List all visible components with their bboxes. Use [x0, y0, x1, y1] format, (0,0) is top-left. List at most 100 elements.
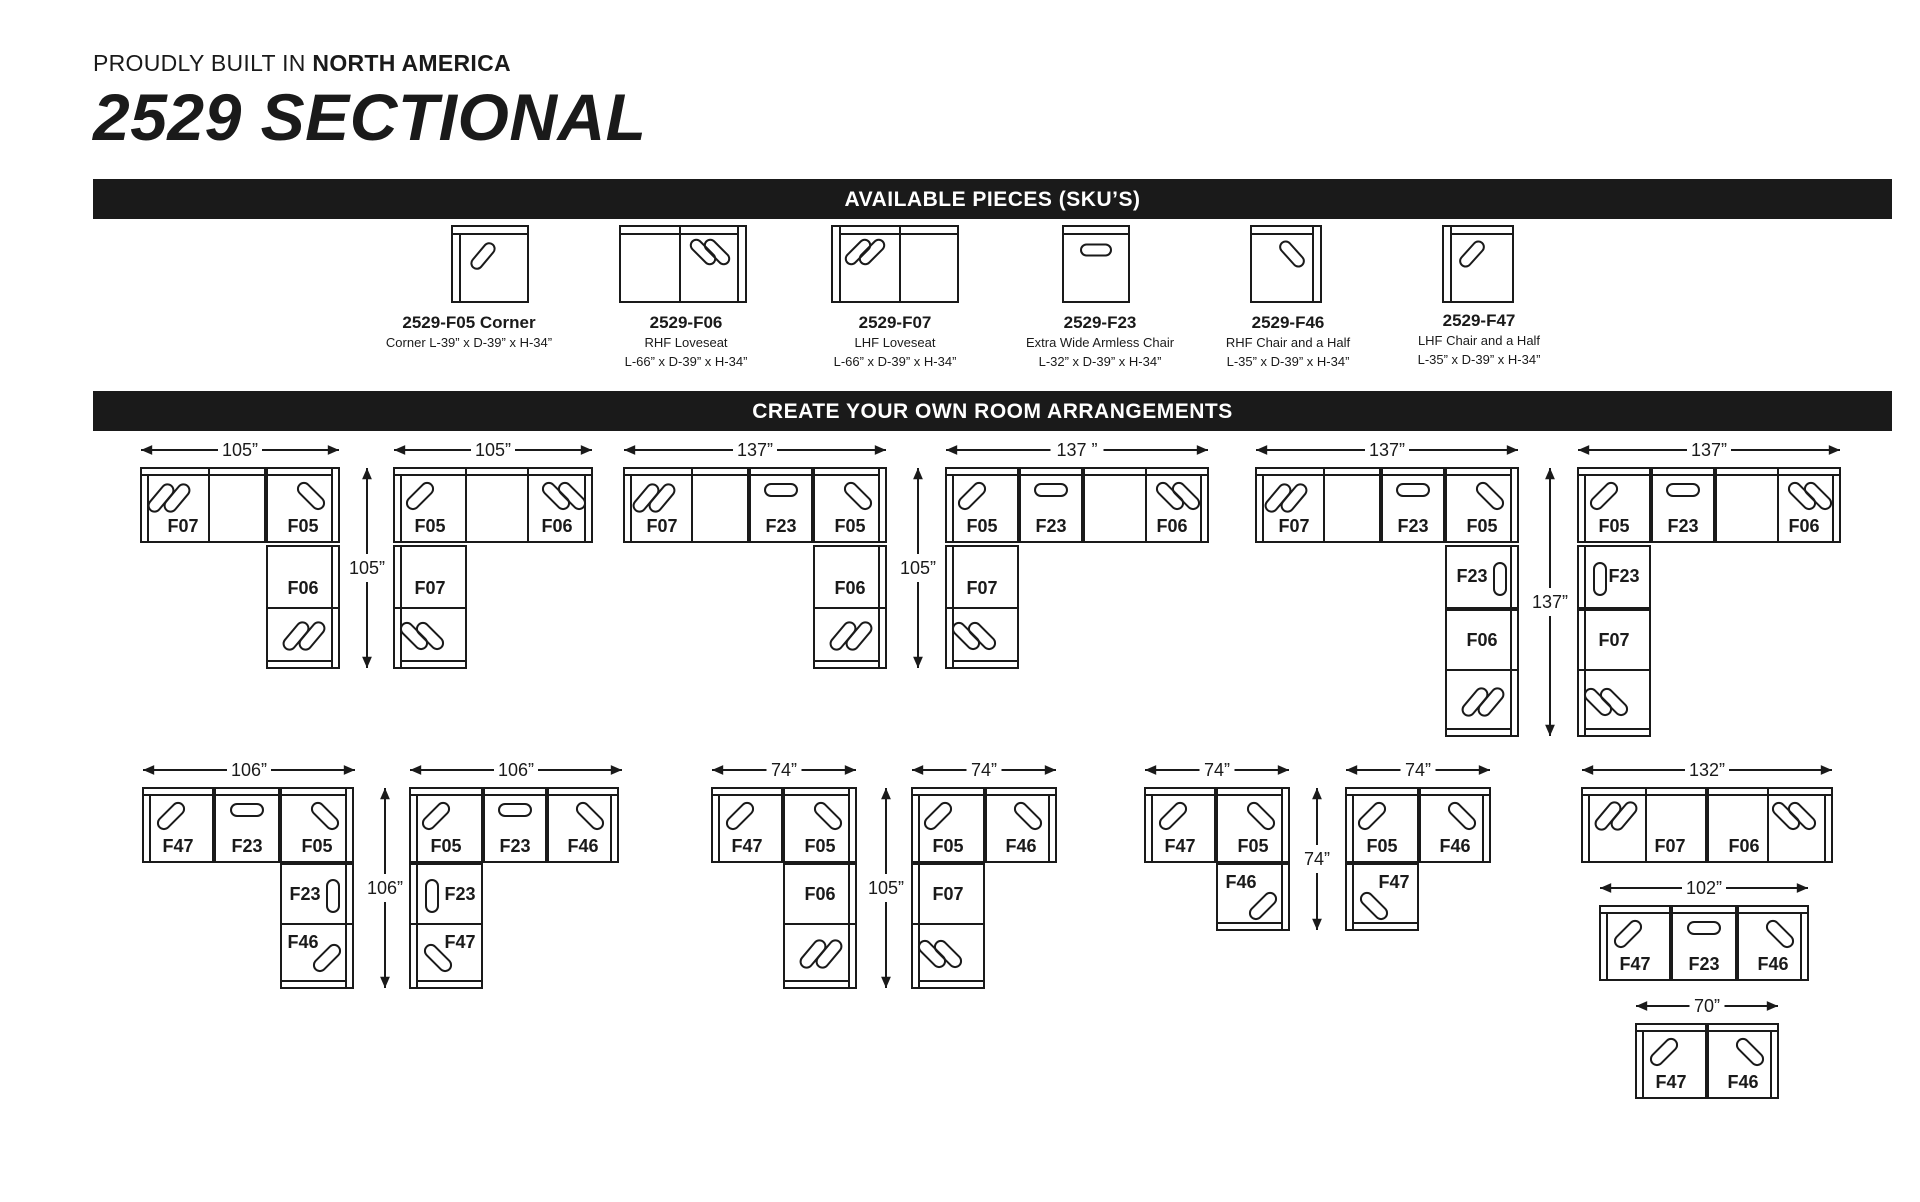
arrowhead: [362, 468, 372, 480]
cushion-icon: [1666, 483, 1700, 497]
sofa-piece-outline: [911, 923, 985, 989]
sofa-piece-outline: [945, 607, 1019, 669]
dimension-label: 137”: [737, 440, 773, 460]
sku-label: F06: [1788, 516, 1819, 536]
arrowhead: [912, 765, 924, 775]
sku-label: F05: [1237, 836, 1268, 856]
sku-label: F05: [966, 516, 997, 536]
cushion-icon: [1359, 891, 1389, 921]
arrowhead: [1545, 724, 1555, 736]
arrowhead: [1256, 445, 1268, 455]
sofa-piece-outline: [1707, 787, 1833, 863]
piece-sku: 2529-F23: [1063, 313, 1137, 332]
cushion-icon: [764, 483, 798, 497]
cushion-icon: [1459, 240, 1485, 268]
sku-label: F05: [414, 516, 445, 536]
piece-desc: RHF Chair and a Half: [1225, 335, 1351, 350]
sku-label: F05: [287, 516, 318, 536]
cushion-icon: [575, 801, 605, 831]
sku-label: F47: [1378, 872, 1409, 892]
sofa-piece-outline: [1345, 863, 1419, 931]
sku-label: F46: [567, 836, 598, 856]
dimension-label: 105”: [475, 440, 511, 460]
cushion-icon: [1357, 801, 1387, 831]
sofa-piece-outline: [1635, 1023, 1707, 1099]
sofa-piece-outline: [1019, 467, 1083, 543]
sku-label: F23: [1035, 516, 1066, 536]
cushion-icon: [163, 483, 191, 513]
sku-label: F06: [1728, 836, 1759, 856]
cushion-icon: [1280, 483, 1308, 513]
arrowhead: [1828, 445, 1840, 455]
piece-sku: 2529-F46: [1251, 313, 1325, 332]
cushion-icon: [967, 621, 997, 651]
cushion-icon: [648, 483, 676, 513]
cushion-icon: [230, 803, 264, 817]
piece-dims: L-35” x D-39” x H-34”: [1417, 352, 1541, 367]
arrowhead: [844, 765, 856, 775]
sku-label: F46: [1727, 1072, 1758, 1092]
cushion-icon: [1787, 481, 1817, 511]
sku-label: F46: [1225, 872, 1256, 892]
arrowhead: [343, 765, 355, 775]
cushion-icon: [156, 801, 186, 831]
dimension-label: 132”: [1689, 760, 1725, 780]
sofa-piece-outline: [783, 787, 857, 863]
sofa-piece-outline: [1707, 1023, 1779, 1099]
cushion-icon: [1765, 919, 1795, 949]
dimension-label: 74”: [1304, 849, 1330, 869]
cushion-icon: [1613, 919, 1643, 949]
piece-sku: 2529-F47: [1442, 311, 1516, 330]
arrowhead: [1312, 788, 1322, 800]
piece-dims: L-35” x D-39” x H-34”: [1226, 354, 1350, 369]
sku-label: F06: [287, 578, 318, 598]
cushion-icon: [1080, 243, 1112, 257]
dimension-label: 106”: [498, 760, 534, 780]
sofa-piece-outline: [393, 607, 467, 669]
cushion-icon: [498, 803, 532, 817]
cushion-icon: [1171, 481, 1201, 511]
sku-label: F23: [499, 836, 530, 856]
cushion-icon: [415, 621, 445, 651]
cushion-icon: [923, 801, 953, 831]
cushion-icon: [1246, 801, 1276, 831]
dimension-label: 74”: [1405, 760, 1431, 780]
cushion-icon: [1279, 240, 1305, 268]
sofa-piece-outline: [409, 923, 483, 989]
sofa-piece-outline: [547, 787, 619, 863]
cushion-icon: [1599, 687, 1629, 717]
cushion-icon: [282, 621, 310, 651]
cushion-icon: [1735, 1037, 1765, 1067]
sku-label: F46: [1757, 954, 1788, 974]
cushion-icon: [296, 481, 326, 511]
dimension-label: 105”: [900, 558, 936, 578]
cushion-icon: [1787, 801, 1817, 831]
tagline-prefix: PROUDLY BUILT IN: [93, 50, 313, 76]
sku-label: F07: [1598, 630, 1629, 650]
dimension-label: 137”: [1691, 440, 1727, 460]
piece-sku: 2529-F06: [649, 313, 723, 332]
arrowhead: [1766, 1001, 1778, 1011]
cushion-icon: [1475, 481, 1505, 511]
sku-label: F23: [765, 516, 796, 536]
arrangements-bar: CREATE YOUR OWN ROOM ARRANGEMENTS: [93, 391, 1892, 431]
piece-sku: 2529-F05 Corner: [402, 313, 536, 332]
cushion-icon: [689, 238, 717, 266]
cushion-icon: [557, 481, 587, 511]
sku-label: F05: [932, 836, 963, 856]
piece-desc: Corner L-39” x D-39” x H-34”: [385, 335, 553, 350]
arrowhead: [881, 976, 891, 988]
sku-label: F23: [289, 884, 320, 904]
sku-label: F23: [1688, 954, 1719, 974]
arrowhead: [580, 445, 592, 455]
sku-label: F05: [301, 836, 332, 856]
cushion-icon: [1264, 483, 1292, 513]
cushion-icon: [1493, 562, 1507, 596]
cushion-icon: [1610, 801, 1638, 831]
dimension-label: 105”: [349, 558, 385, 578]
sku-label: F06: [834, 578, 865, 598]
sofa-piece-outline: [1445, 669, 1519, 737]
sku-label: F23: [1667, 516, 1698, 536]
piece-caption-f46: 2529-F46 RHF Chair and a Half L-35” x D-…: [1168, 313, 1408, 371]
sku-label: F07: [1654, 836, 1685, 856]
